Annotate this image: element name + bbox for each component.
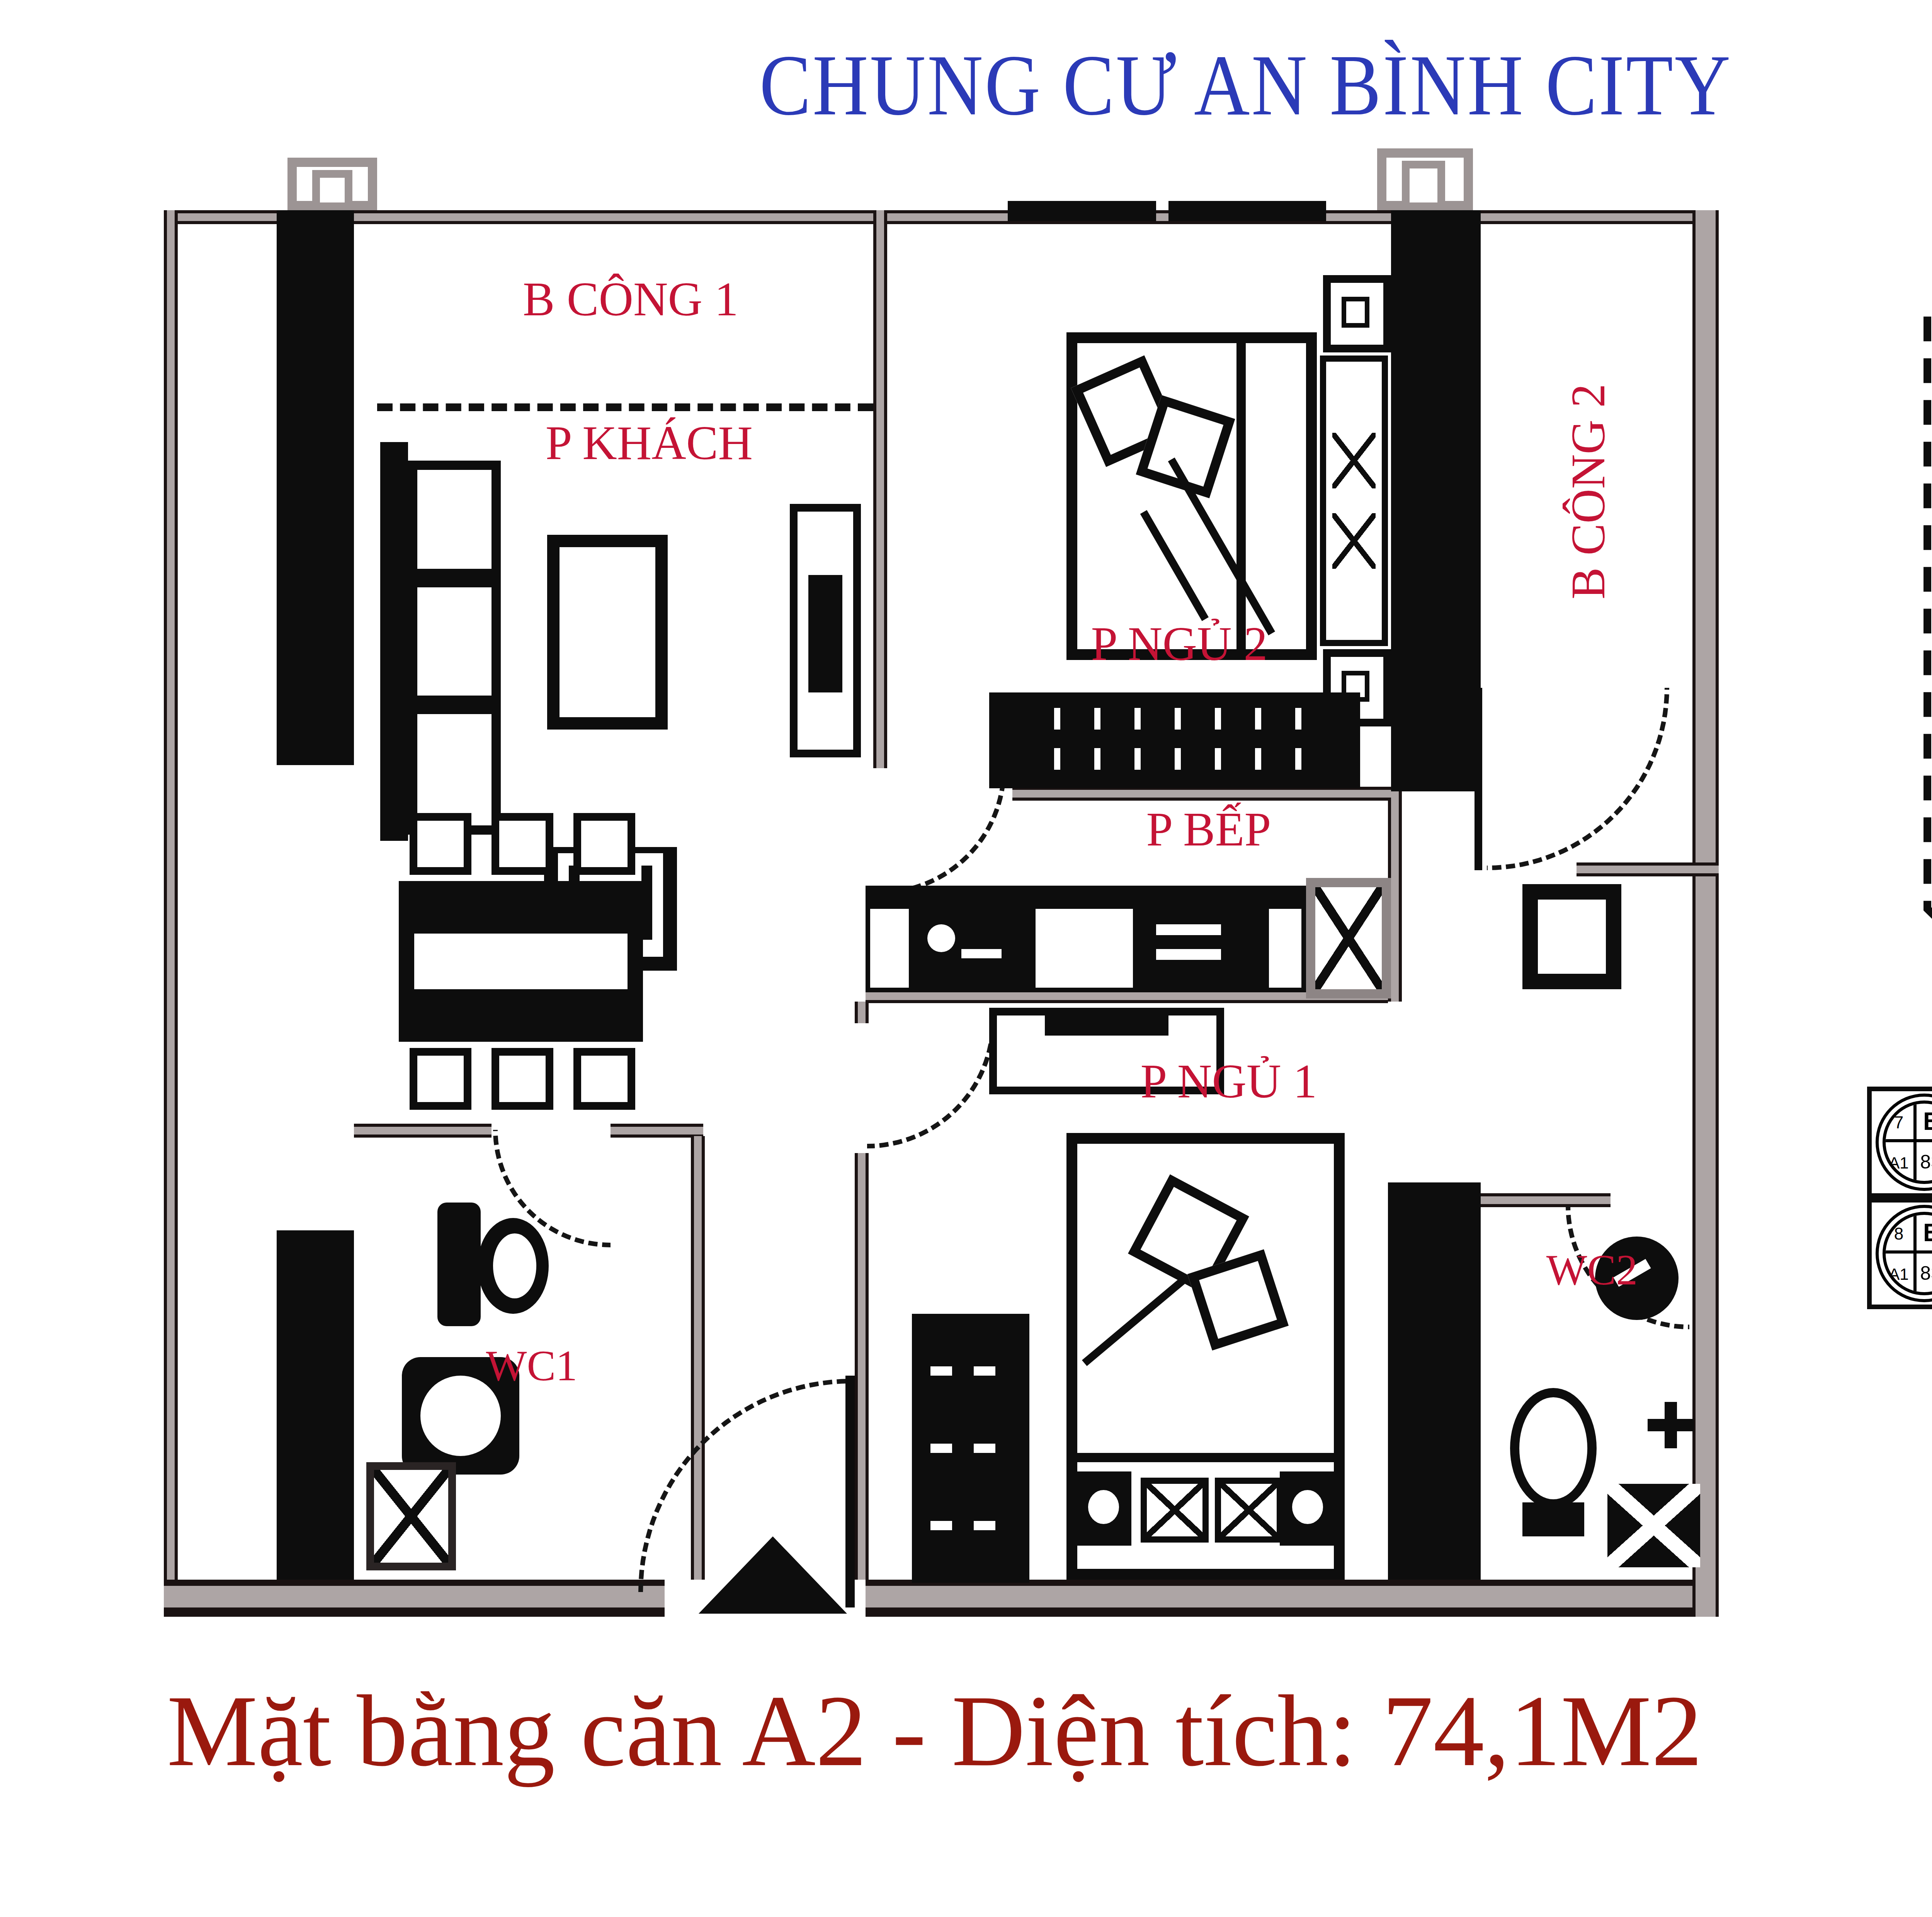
unit-circle: 7B3A183.7 [1882,1101,1932,1184]
unit-type: B4 [1916,1215,1932,1254]
unit-circle: 8B4A183.7 [1882,1212,1932,1295]
unit-block: A1 [1885,1142,1916,1181]
unit-no: 8 [1885,1215,1916,1254]
caption: Mặt bằng căn A2 - Diện tích: 74,1M2 [167,1672,1932,1790]
unit-no: 7 [1885,1104,1916,1142]
unit-NHÀA1-7: 7B3A183.7 [1867,1087,1932,1198]
plan-shape [1927,243,1932,977]
unit-area: 83.7 [1916,1142,1932,1181]
unit-NHÀA1-8: 8B4A183.7 [1867,1198,1932,1309]
unit-type: B3 [1916,1104,1932,1142]
unit-block: A1 [1885,1254,1916,1292]
unit-area: 83.7 [1916,1254,1932,1292]
